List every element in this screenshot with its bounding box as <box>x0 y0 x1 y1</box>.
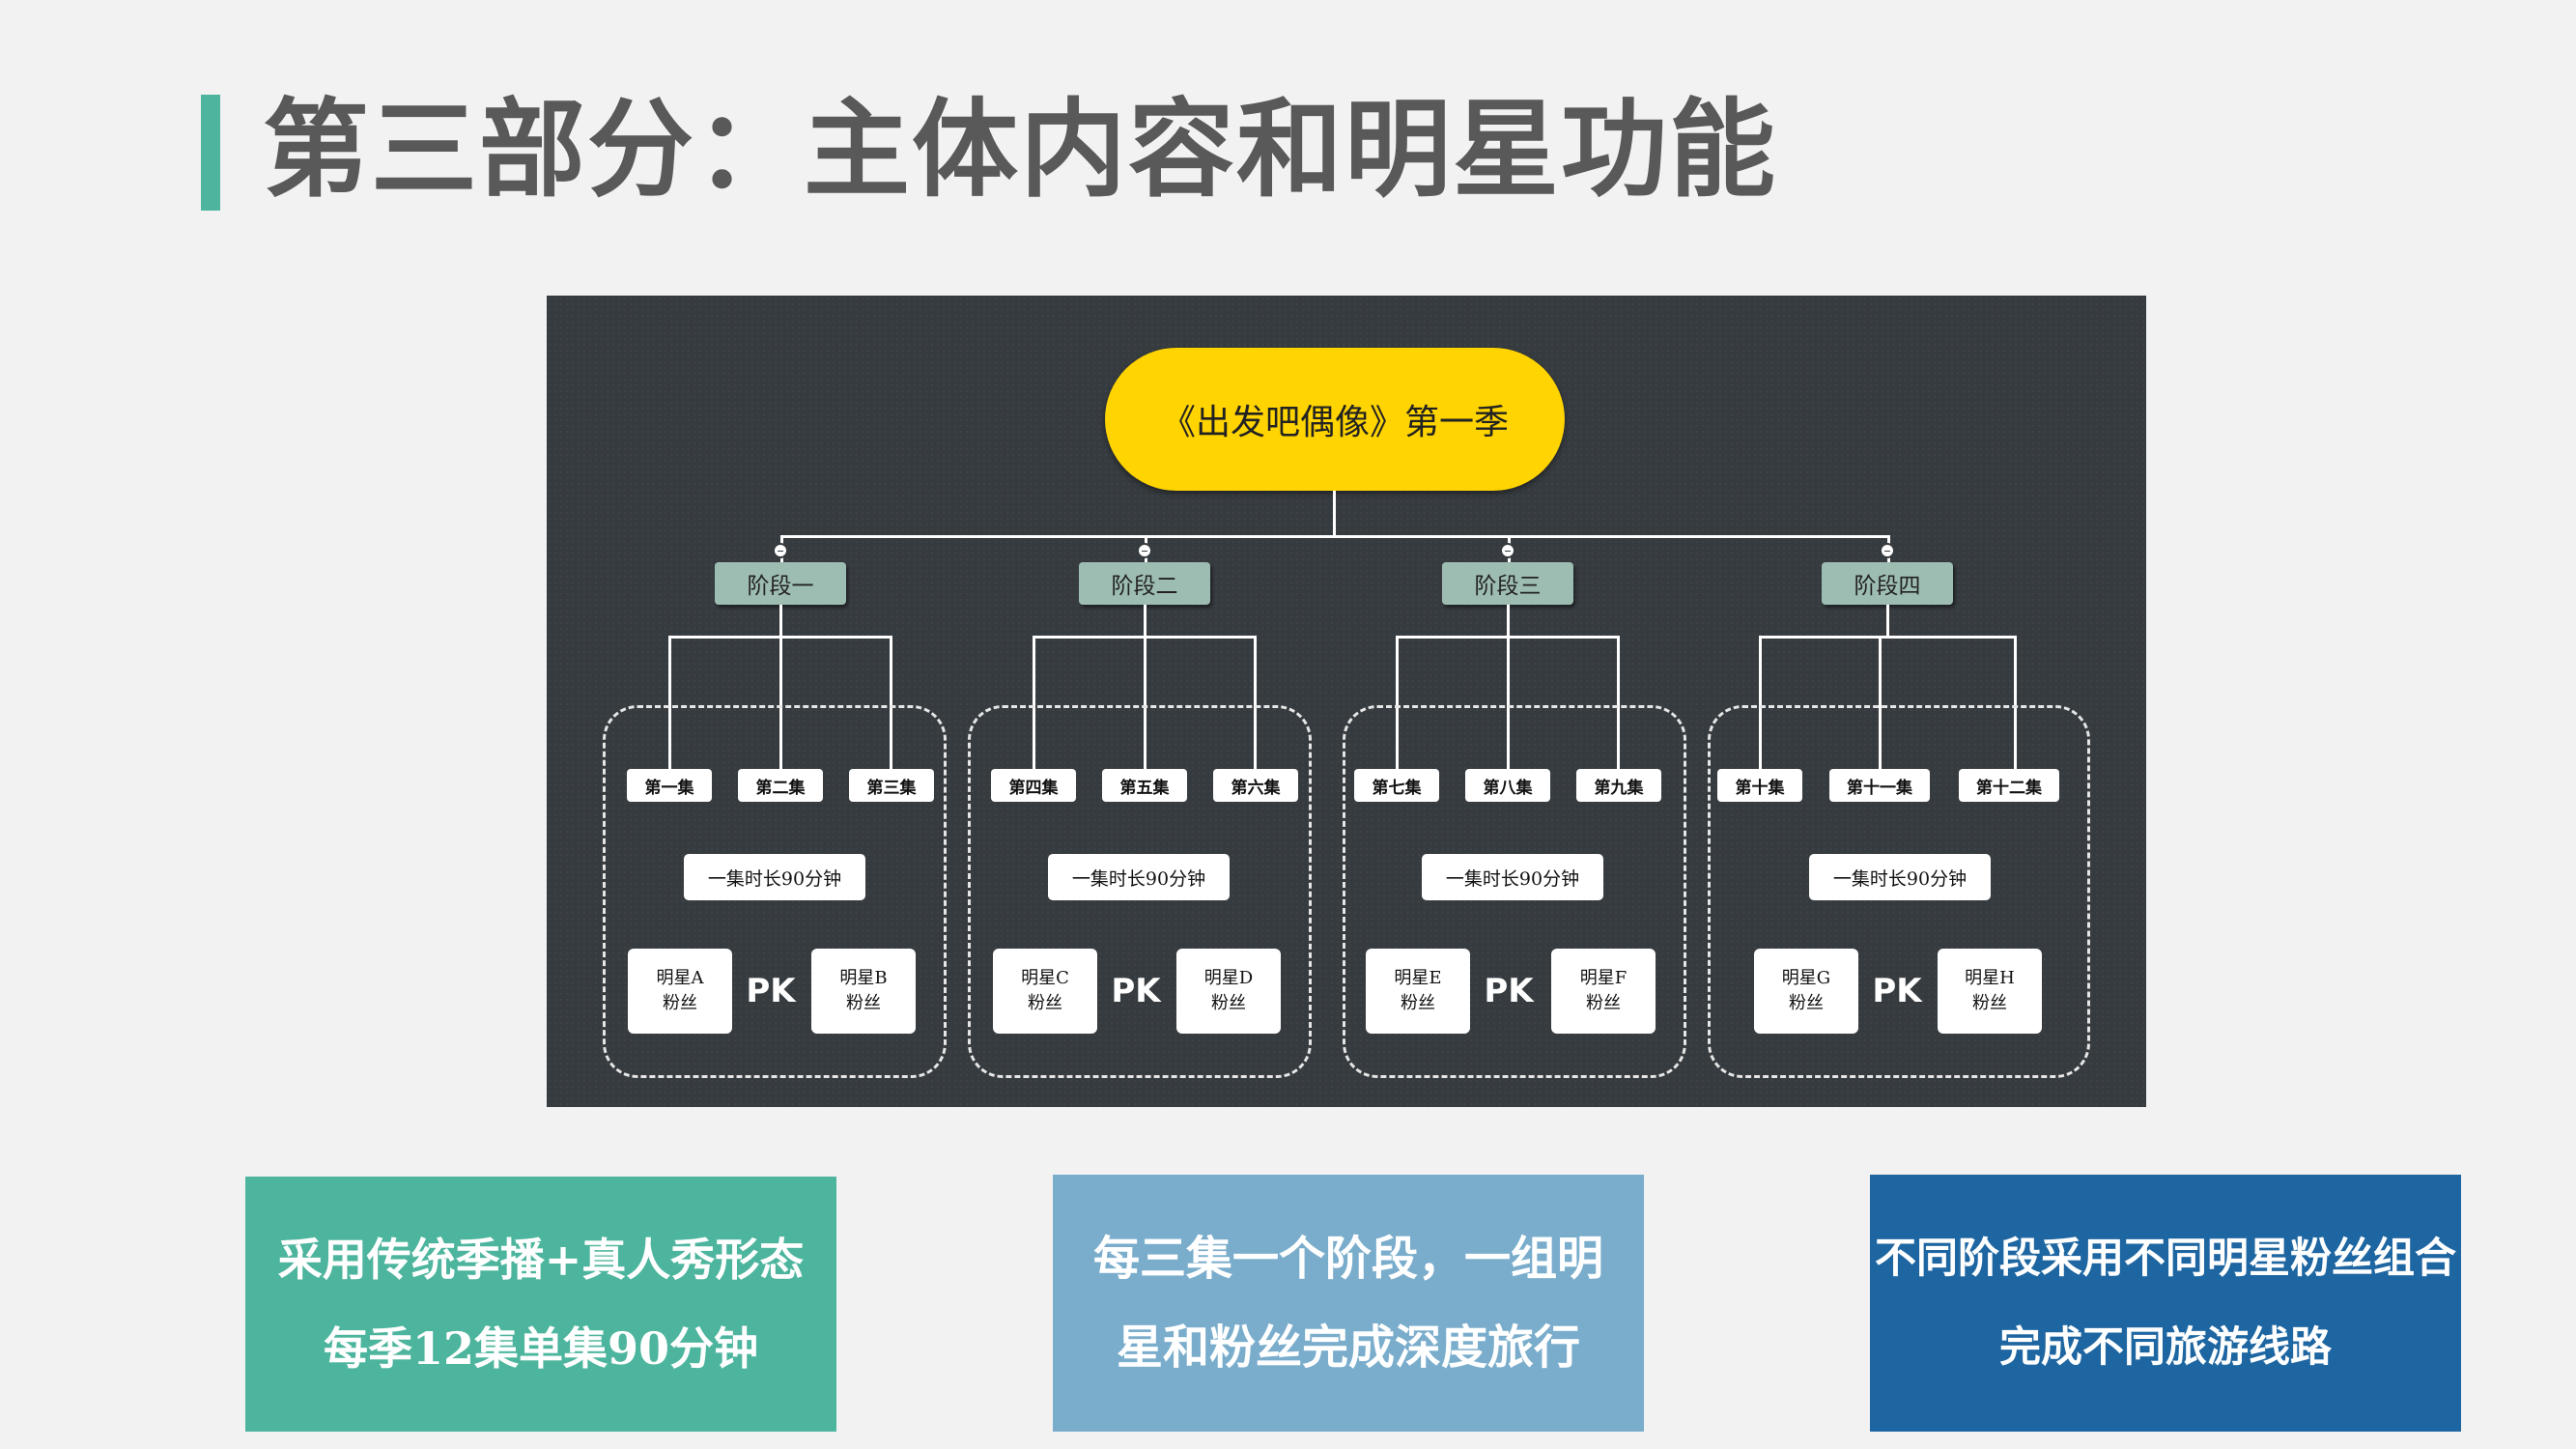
pk-label: PK <box>1111 972 1161 1010</box>
star-name: 明星G <box>1781 968 1831 988</box>
episode-node[interactable]: 第九集 <box>1576 769 1661 802</box>
pk-label: PK <box>1872 972 1922 1010</box>
mindmap-board: 《出发吧偶像》第一季 阶段一 第一集 第二集 第三集 一集时长90分钟 明星A … <box>547 296 2146 1107</box>
stage-node-2[interactable]: 阶段二 <box>1079 562 1210 605</box>
connector-stage1-down <box>779 605 782 638</box>
episode-node[interactable]: 第六集 <box>1213 769 1298 802</box>
collapse-toggle-icon[interactable] <box>1137 543 1152 558</box>
info-card-routes: 不同阶段采用不同明星粉丝组合 完成不同旅游线路 <box>1870 1175 2461 1432</box>
episode-node[interactable]: 第五集 <box>1102 769 1187 802</box>
connector-stage2-down <box>1144 605 1146 638</box>
episode-node[interactable]: 第十一集 <box>1829 769 1930 802</box>
page-title: 第三部分：主体内容和明星功能 <box>263 87 1777 212</box>
star-fan-node-g[interactable]: 明星G 粉丝 <box>1754 949 1858 1034</box>
pk-label: PK <box>1484 972 1534 1010</box>
info-card-stages: 每三集一个阶段，一组明 星和粉丝完成深度旅行 <box>1053 1175 1644 1432</box>
duration-node[interactable]: 一集时长90分钟 <box>1422 854 1603 900</box>
title-accent-bar <box>201 95 220 211</box>
stage-group-1 <box>603 705 947 1078</box>
star-fan-node-d[interactable]: 明星D 粉丝 <box>1176 949 1281 1034</box>
episode-node[interactable]: 第二集 <box>738 769 823 802</box>
star-fan-node-h[interactable]: 明星H 粉丝 <box>1938 949 2042 1034</box>
connector-stage4-bar <box>1759 636 2017 639</box>
star-name: 明星C <box>1021 968 1069 988</box>
star-name: 明星B <box>839 968 888 988</box>
stage-group-2 <box>968 705 1312 1078</box>
star-name: 明星E <box>1394 968 1442 988</box>
collapse-toggle-icon[interactable] <box>773 543 788 558</box>
fan-label: 粉丝 <box>1972 993 2007 1013</box>
stage-node-4[interactable]: 阶段四 <box>1822 562 1953 605</box>
episode-node[interactable]: 第八集 <box>1465 769 1550 802</box>
connector-stage4-down <box>1886 605 1889 638</box>
fan-label: 粉丝 <box>663 993 697 1013</box>
star-fan-node-b[interactable]: 明星B 粉丝 <box>811 949 916 1034</box>
duration-node[interactable]: 一集时长90分钟 <box>1048 854 1230 900</box>
stage-group-4 <box>1708 705 2090 1078</box>
episode-node[interactable]: 第十集 <box>1717 769 1802 802</box>
root-node[interactable]: 《出发吧偶像》第一季 <box>1105 348 1565 491</box>
stage-group-3 <box>1343 705 1686 1078</box>
stage-node-1[interactable]: 阶段一 <box>715 562 846 605</box>
fan-label: 粉丝 <box>1586 993 1621 1013</box>
card-line: 不同阶段采用不同明星粉丝组合 <box>1875 1235 2456 1283</box>
card-line: 星和粉丝完成深度旅行 <box>1116 1321 1580 1375</box>
episode-node[interactable]: 第三集 <box>849 769 934 802</box>
fan-label: 粉丝 <box>1211 993 1246 1013</box>
stage-node-3[interactable]: 阶段三 <box>1442 562 1573 605</box>
info-card-format: 采用传统季播+真人秀形态 每季12集单集90分钟 <box>245 1177 836 1432</box>
card-line: 完成不同旅游线路 <box>1999 1323 2332 1372</box>
star-fan-node-c[interactable]: 明星C 粉丝 <box>993 949 1097 1034</box>
episode-node[interactable]: 第十二集 <box>1959 769 2059 802</box>
star-name: 明星H <box>1965 968 2015 988</box>
card-line: 每季12集单集90分钟 <box>323 1322 759 1375</box>
episode-node[interactable]: 第四集 <box>991 769 1076 802</box>
fan-label: 粉丝 <box>1401 993 1435 1013</box>
card-line: 采用传统季播+真人秀形态 <box>277 1234 805 1286</box>
card-line: 每三集一个阶段，一组明 <box>1092 1232 1603 1286</box>
episode-node[interactable]: 第七集 <box>1354 769 1439 802</box>
connector-stage-bar <box>780 535 1889 538</box>
fan-label: 粉丝 <box>1789 993 1824 1013</box>
duration-node[interactable]: 一集时长90分钟 <box>684 854 865 900</box>
collapse-toggle-icon[interactable] <box>1880 543 1895 558</box>
connector-stage3-down <box>1507 605 1510 638</box>
connector-root-trunk <box>1333 491 1336 537</box>
pk-label: PK <box>746 972 796 1010</box>
star-name: 明星A <box>656 968 704 988</box>
duration-node[interactable]: 一集时长90分钟 <box>1809 854 1991 900</box>
fan-label: 粉丝 <box>1028 993 1062 1013</box>
star-name: 明星F <box>1579 968 1628 988</box>
star-name: 明星D <box>1203 968 1254 988</box>
star-fan-node-e[interactable]: 明星E 粉丝 <box>1366 949 1470 1034</box>
star-fan-node-f[interactable]: 明星F 粉丝 <box>1551 949 1656 1034</box>
star-fan-node-a[interactable]: 明星A 粉丝 <box>628 949 732 1034</box>
collapse-toggle-icon[interactable] <box>1500 543 1515 558</box>
episode-node[interactable]: 第一集 <box>627 769 712 802</box>
fan-label: 粉丝 <box>846 993 881 1013</box>
